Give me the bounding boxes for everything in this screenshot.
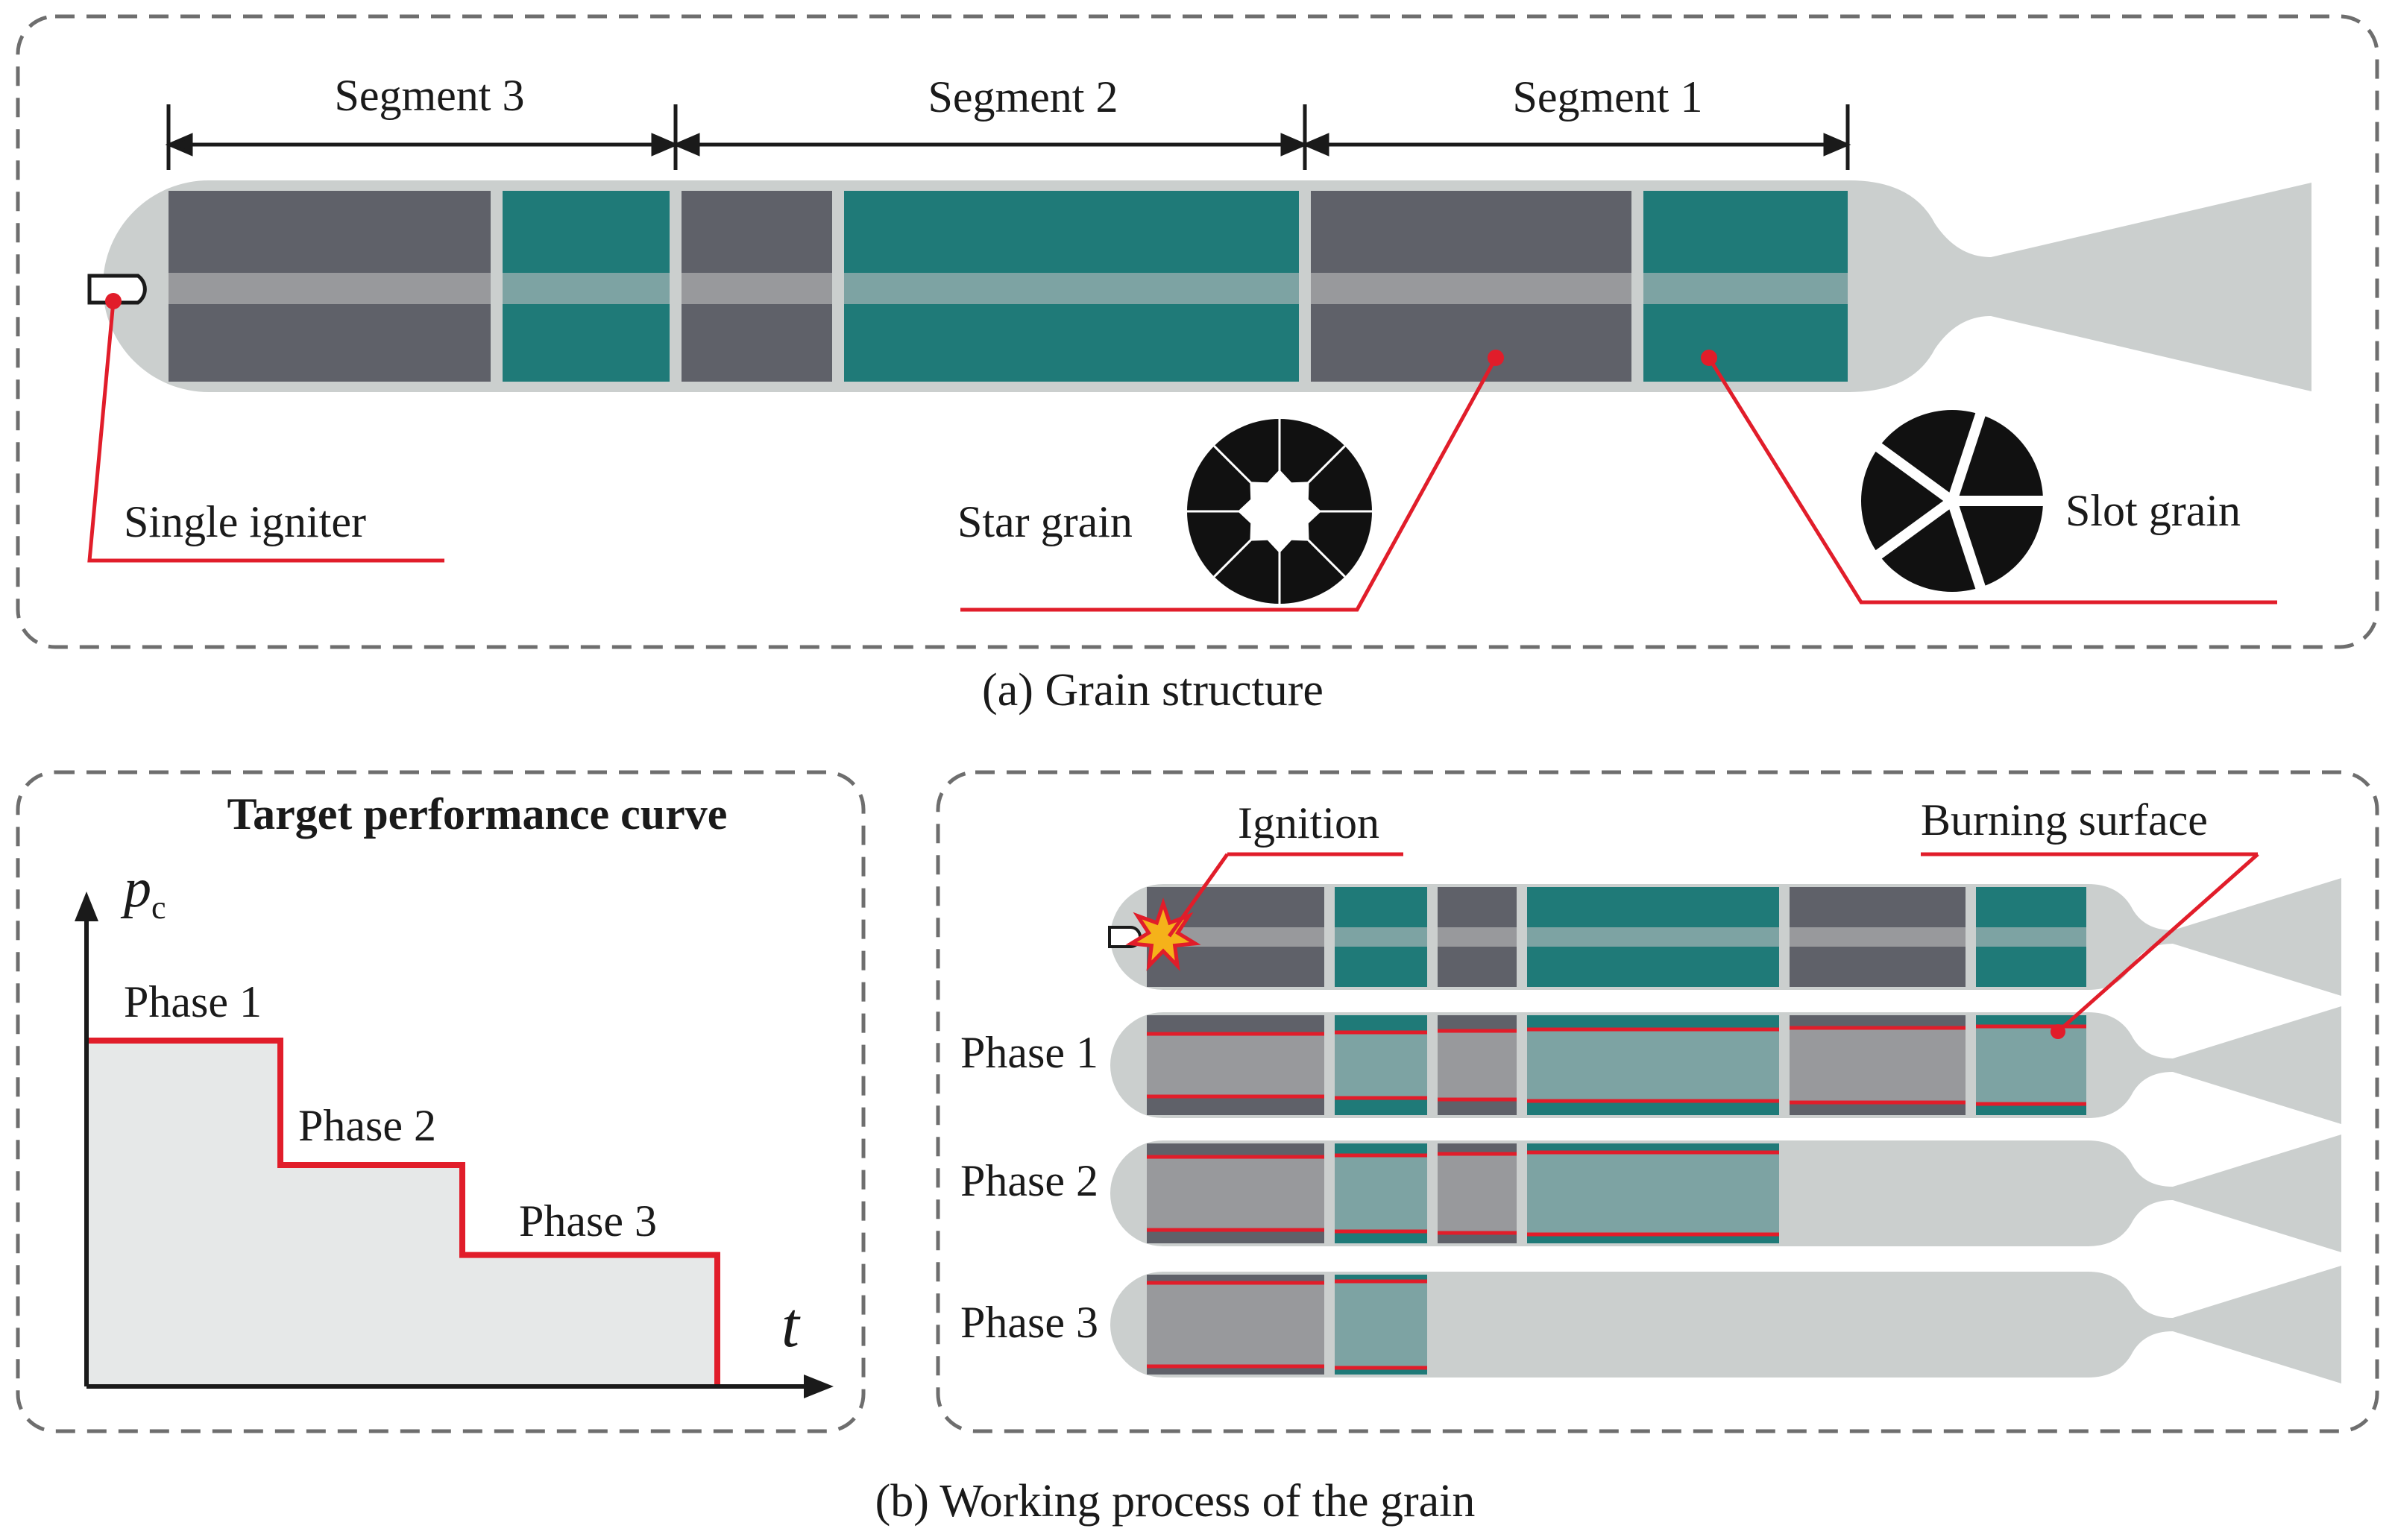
process-bore [1527, 927, 1779, 947]
process-web-bottom [1790, 1102, 1966, 1115]
process-burnt-region [1976, 1015, 2086, 1115]
curve-phase-1-label: Phase 1 [124, 977, 262, 1026]
segment-2-label: Segment 2 [928, 72, 1118, 122]
process-web-bottom [1335, 1368, 1427, 1375]
segment-1-label: Segment 1 [1513, 72, 1703, 122]
process-burnt-region [1527, 1015, 1779, 1115]
process-motors [1108, 878, 2341, 1383]
process-web-bottom [1438, 1099, 1517, 1115]
curve-phase-2-label: Phase 2 [298, 1101, 436, 1150]
curve-title: Target performance curve [227, 789, 728, 839]
performance-curve-line [86, 1038, 720, 1386]
process-bore [1976, 927, 2086, 947]
process-web-top [1438, 1143, 1517, 1154]
curve-phase-3-label: Phase 3 [519, 1196, 657, 1246]
burning-surface-leader [2056, 853, 2259, 1033]
leader-lines [87, 300, 2277, 612]
panel-a-caption: (a) Grain structure [982, 665, 1324, 716]
process-bore [1438, 927, 1517, 947]
performance-curve-area [86, 1041, 717, 1386]
process-web-bottom [1527, 1234, 1779, 1243]
process-web-bottom [1438, 1233, 1517, 1243]
process-web-top [1527, 1143, 1779, 1152]
process-web-top [1147, 1143, 1324, 1157]
process-phase-2-label: Phase 2 [960, 1156, 1098, 1205]
process-web-bottom [1335, 1098, 1427, 1115]
process-web-top [1335, 1015, 1427, 1032]
ignition-leader [1167, 853, 1230, 938]
burning-surface-dot [2051, 1024, 2065, 1039]
leader-dots [105, 293, 1717, 366]
process-web-top [1335, 1275, 1427, 1281]
process-burnt-region [1147, 1275, 1324, 1375]
ignition-label: Ignition [1238, 798, 1379, 848]
slot-grain-cross-section-icon [1861, 410, 2045, 592]
process-phase-1-label: Phase 1 [960, 1028, 1098, 1077]
panel-b-caption: (b) Working process of the grain [875, 1476, 1476, 1527]
process-burnt-region [1335, 1275, 1427, 1375]
process-web-top [1438, 1015, 1517, 1031]
process-burnt-region [1438, 1143, 1517, 1243]
process-web-bottom [1335, 1231, 1427, 1243]
process-web-top [1527, 1015, 1779, 1029]
star-grain-label: Star grain [957, 497, 1133, 546]
burning-surface-label: Burning surface [1921, 795, 2208, 845]
process-burnt-region [1335, 1143, 1427, 1243]
panel-a-frame [16, 14, 2379, 649]
process-web-top [1147, 1275, 1324, 1283]
process-web-top [1335, 1143, 1427, 1155]
process-burnt-region [1527, 1143, 1779, 1243]
process-bore [1335, 927, 1427, 947]
segment-dimension-lines [165, 104, 1851, 170]
slot-grain-label: Slot grain [2065, 486, 2241, 535]
bore-channel [169, 273, 1848, 304]
process-web-bottom [1527, 1101, 1779, 1115]
igniter-icon [87, 274, 147, 305]
process-web-bottom [1147, 1230, 1324, 1243]
igniter-label: Single igniter [124, 497, 366, 546]
curve-panel-frame [16, 770, 866, 1433]
curve-axes [75, 892, 834, 1398]
process-phase-3-label: Phase 3 [960, 1298, 1098, 1347]
process-web-top [1790, 1015, 1966, 1028]
process-web-top [1976, 1015, 2086, 1026]
process-web-bottom [1147, 1096, 1324, 1115]
star-grain-cross-section-icon [1187, 419, 1372, 604]
process-web-top [1147, 1015, 1324, 1034]
x-axis-label: t [781, 1289, 801, 1360]
process-web-bottom [1976, 1104, 2086, 1115]
process-burnt-region [1790, 1015, 1966, 1115]
y-axis-label: pc [120, 858, 166, 926]
process-web-bottom [1147, 1366, 1324, 1375]
process-burnt-region [1147, 1143, 1324, 1243]
segment-3-label: Segment 3 [335, 71, 525, 120]
ignition-star-icon [1125, 897, 1201, 971]
process-bore [1790, 927, 1966, 947]
